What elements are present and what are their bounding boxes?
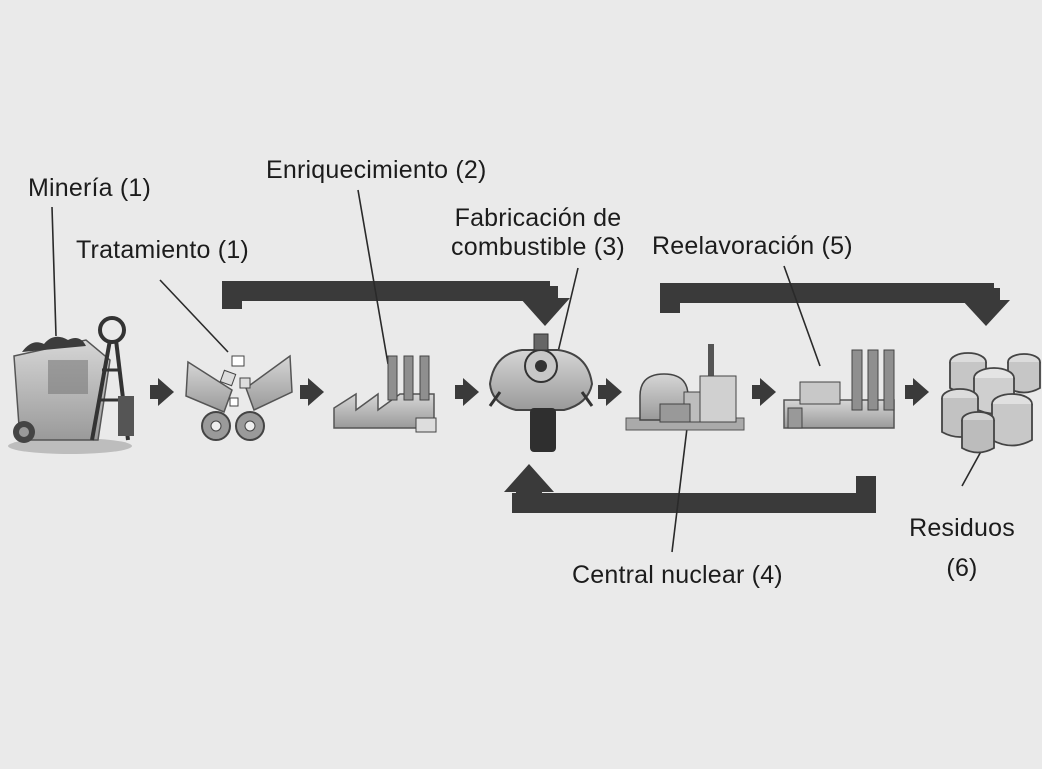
- flow-arrow-4: [598, 378, 622, 406]
- mining-icon: [8, 316, 134, 454]
- flow-arrow-5: [752, 378, 776, 406]
- leader-lines: [51, 189, 985, 553]
- leader-fabricacion: [557, 267, 579, 353]
- feedback-arrow-top-right: [660, 283, 1010, 326]
- leader-enriquecimiento: [357, 189, 389, 365]
- leader-central: [671, 419, 689, 553]
- feedback-arrow-top-left: [222, 281, 570, 326]
- label-fabricacion: Fabricación de combustible (3): [428, 204, 648, 262]
- enrichment-icon: [333, 355, 437, 433]
- flow-arrow-3: [455, 378, 479, 406]
- label-residuos-line2: (6): [946, 554, 978, 582]
- nuclear-plant-icon: [625, 344, 745, 431]
- label-residuos: Residuos (6): [892, 508, 1032, 588]
- label-central-nuclear: Central nuclear (4): [572, 561, 783, 589]
- leader-tratamiento: [159, 279, 229, 353]
- label-mineria: Minería (1): [28, 174, 152, 202]
- reprocessing-icon: [783, 349, 895, 429]
- fuel-fabrication-icon: [488, 333, 594, 452]
- label-reelavoracion: Reelavoración (5): [652, 232, 853, 260]
- leader-reelavoracion: [783, 265, 821, 367]
- label-fabricacion-line1: Fabricación de: [454, 204, 622, 232]
- flow-arrows: [150, 378, 929, 406]
- waste-drums-icon: [941, 352, 1041, 454]
- label-enriquecimiento: Enriquecimiento (2): [266, 156, 487, 184]
- treatment-icon: [185, 354, 293, 441]
- feedback-arrow-bottom: [504, 464, 876, 513]
- leader-mineria: [51, 206, 57, 337]
- flow-arrow-6: [905, 378, 929, 406]
- flow-arrow-1: [150, 378, 174, 406]
- label-fabricacion-line2: combustible (3): [451, 233, 625, 261]
- flow-arrow-2: [300, 378, 324, 406]
- label-residuos-line1: Residuos: [909, 514, 1015, 542]
- label-tratamiento: Tratamiento (1): [76, 236, 249, 264]
